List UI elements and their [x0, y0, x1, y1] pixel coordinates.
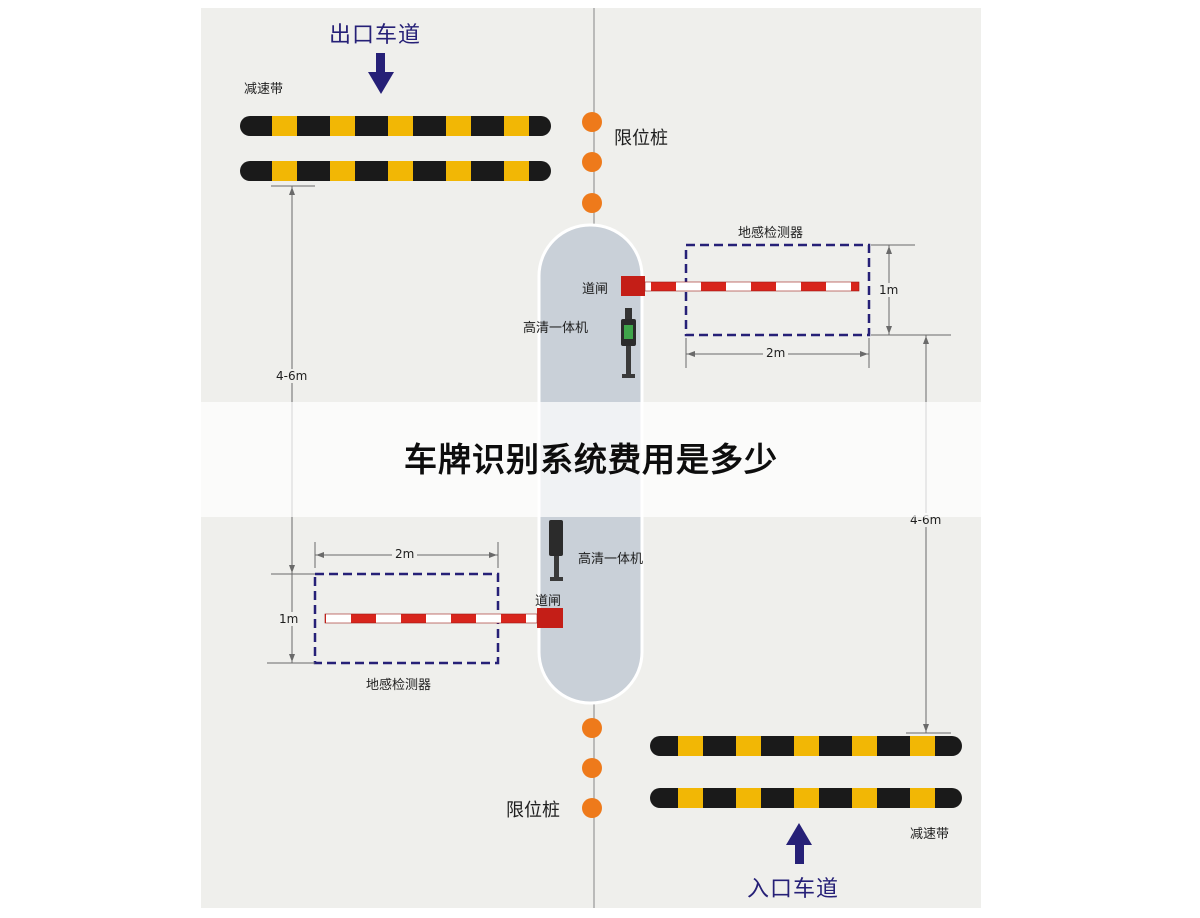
gate-housing-bottom — [537, 608, 563, 628]
dimension-loop-depth-top: 1m — [876, 283, 902, 297]
gate-arm-bottom — [324, 613, 538, 624]
bollard — [582, 112, 602, 132]
speed-bump-bottom-1 — [650, 736, 962, 756]
camera-label-top: 高清一体机 — [523, 321, 589, 336]
speed-bump-top-1 — [240, 116, 551, 136]
detector-label-top: 地感检测器 — [738, 226, 804, 241]
bollard-label-top: 限位桩 — [614, 128, 668, 149]
gate-arm-top — [644, 281, 860, 292]
bollard — [582, 193, 602, 213]
up-arrow-icon — [786, 823, 812, 864]
title-banner: 车牌识别系统费用是多少 — [201, 402, 981, 517]
camera-icon — [549, 520, 563, 581]
bollard — [582, 758, 602, 778]
exit-lane-label: 出口车道 — [329, 23, 422, 48]
bollard — [582, 798, 602, 818]
detector-loop-top — [684, 243, 871, 337]
gate-label-top: 道闸 — [582, 282, 609, 297]
speed-bump-label-bottom: 减速带 — [910, 827, 950, 842]
dimension-loop-width-bottom: 2m — [392, 547, 418, 561]
speed-bump-top-2 — [240, 161, 551, 181]
gate-label-bottom: 道闸 — [535, 594, 562, 609]
speed-bump-bottom-2 — [650, 788, 962, 808]
dimension-spacing-left: 4-6m — [273, 369, 311, 383]
gate-housing-top — [621, 276, 645, 296]
camera-label-bottom: 高清一体机 — [578, 552, 644, 567]
detector-label-bottom: 地感检测器 — [366, 678, 432, 693]
speed-bump-label-top: 减速带 — [244, 82, 284, 97]
dimension-line-right — [906, 335, 951, 734]
bollard — [582, 152, 602, 172]
bollard-label-bottom: 限位桩 — [506, 800, 560, 821]
banner-title: 车牌识别系统费用是多少 — [404, 440, 778, 479]
dimension-loop-depth-bottom: 1m — [276, 612, 302, 626]
camera-icon — [621, 308, 636, 378]
down-arrow-icon — [368, 53, 394, 94]
bollard — [582, 718, 602, 738]
dimension-loop-width-top: 2m — [763, 346, 789, 360]
entry-lane-label: 入口车道 — [747, 877, 840, 902]
